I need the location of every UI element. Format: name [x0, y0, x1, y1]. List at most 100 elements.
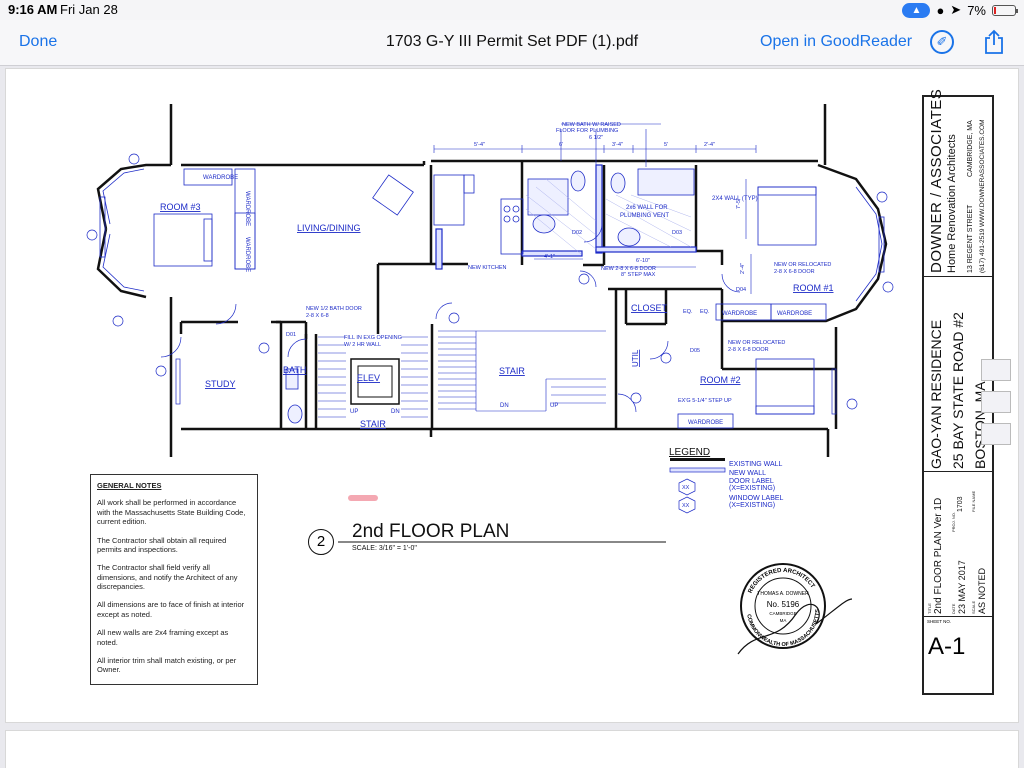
- stamp-state: MA: [780, 618, 787, 623]
- floor-plan-scale: SCALE: 3/16" = 1'-0": [352, 545, 417, 552]
- navigation-bar: Done 1703 G-Y III Permit Set PDF (1).pdf…: [0, 20, 1024, 66]
- note-2x6-wall: PLUMBING VENT: [620, 213, 669, 219]
- general-note: The Contractor shall obtain all required…: [97, 535, 227, 554]
- room-label-bath: BATH: [283, 365, 306, 375]
- door-tag: D04: [736, 287, 746, 293]
- room-label-stair: STAIR: [499, 366, 525, 376]
- stairs: [318, 330, 606, 418]
- legend-item: NEW WALL: [729, 470, 767, 477]
- firm-name: DOWNER / ASSOCIATES: [928, 88, 945, 273]
- share-icon[interactable]: [983, 29, 1005, 55]
- sheet-no-label: SHEET NO.: [927, 619, 952, 624]
- bay-window-left: [99, 168, 145, 292]
- sheet-scale: AS NOTED: [977, 567, 987, 614]
- bath-fixtures: [285, 168, 695, 424]
- wardrobe-outlines: [183, 168, 827, 429]
- note-relocated-door: NEW OR RELOCATED: [774, 262, 831, 268]
- note-new-door: NEW 2-8 X 6-8 DOOR: [601, 266, 656, 272]
- title-block-sheet-info: TITLE 2nd FLOOR PLAN Ver 1D DATE 23 MAY …: [924, 472, 994, 617]
- new-walls: [435, 164, 697, 270]
- room-label-room3: ROOM #3: [160, 202, 201, 212]
- note-new-kitchen: NEW KITCHEN: [468, 265, 507, 271]
- note-new-bath: FLOOR FOR PLUMBING: [556, 128, 618, 134]
- file-name-label: FILE NAME: [971, 490, 976, 512]
- title-label: TITLE: [927, 603, 932, 614]
- page-thumbnail[interactable]: [981, 359, 1011, 381]
- wardrobe-label: WARDROBE: [244, 191, 250, 226]
- dimension: 6': [559, 142, 563, 148]
- room-label-util: UTIL: [631, 349, 640, 367]
- project-name: GAO-YAN RESIDENCE: [928, 319, 944, 469]
- battery-percent: 7%: [967, 2, 986, 18]
- location-icon: ▲: [902, 2, 931, 18]
- dimension: 2'-4": [704, 142, 715, 148]
- general-note: All new walls are 2x4 framing except as …: [97, 628, 229, 647]
- dimension: 7'-5": [736, 198, 742, 209]
- open-in-goodreader-button[interactable]: Open in GoodReader: [760, 33, 913, 50]
- dimension: 2'-4": [740, 263, 746, 274]
- dimension: 6'-10": [636, 258, 650, 264]
- architect-stamp: REGISTERED ARCHITECT COMMONWEALTH OF MAS…: [737, 563, 853, 655]
- date-label: DATE: [951, 603, 956, 614]
- note-step-up: EX'G 5-1/4" STEP UP: [678, 398, 732, 404]
- note-relocated-door: 2-8 X 6-8 DOOR: [774, 269, 815, 275]
- dimension: 6 1/2": [589, 135, 603, 141]
- note-2x6-wall: 2x6 WALL FOR: [626, 205, 668, 211]
- note-fill-opening: FILL IN EXG OPENING: [344, 335, 402, 341]
- dimension: 3'-4": [612, 142, 623, 148]
- dimension: 5'-4": [474, 142, 485, 148]
- legend-symbols: XX XX: [669, 458, 726, 514]
- general-note: All dimensions are to face of finish at …: [97, 600, 245, 619]
- legend-item: EXISTING WALL: [729, 461, 783, 468]
- wardrobe-label: WARDROBE: [688, 420, 723, 426]
- window-tags: [86, 153, 894, 410]
- bath-tile: [525, 178, 692, 255]
- room-label-living: LIVING/DINING: [297, 223, 361, 233]
- proj-no-label: PROJ. NO.: [951, 511, 956, 532]
- status-date: Fri Jan 28: [60, 2, 118, 17]
- done-button[interactable]: Done: [19, 33, 58, 50]
- battery-icon: [992, 4, 1018, 16]
- beds: [153, 186, 817, 415]
- drawing-number: 2: [308, 529, 334, 555]
- title-block-sheet-no: SHEET NO. A-1: [924, 617, 994, 693]
- legend-item: DOOR LABEL (X=EXISTING): [729, 478, 776, 492]
- door-tag: D02: [572, 230, 582, 236]
- dimension: 5': [664, 142, 668, 148]
- status-bar: 9:16 AM Fri Jan 28 ▲ ● ➤ 7%: [0, 0, 1024, 20]
- project-address: 25 BAY STATE ROAD #2: [950, 312, 966, 469]
- proj-no: 1703: [957, 496, 964, 512]
- room-label-stair: STAIR: [360, 419, 386, 429]
- door-tag: D03: [672, 230, 682, 236]
- scale-label: SCALE: [971, 600, 976, 614]
- page-thumbnails: [981, 359, 1015, 455]
- eq-label: EQ.: [700, 309, 710, 315]
- stair-dn: DN: [500, 403, 509, 409]
- firm-address: 13 REGENT STREET: [967, 204, 974, 273]
- stair-up: UP: [550, 403, 558, 409]
- wardrobe-label: WARDROBE: [244, 237, 250, 272]
- sheet-title: 2nd FLOOR PLAN Ver 1D: [933, 497, 944, 614]
- wifi-icon: ●: [936, 2, 945, 18]
- floor-plan-drawing: WARDROBE WARDROBE WARDROBE WARDROBE WARD…: [86, 104, 894, 655]
- sheet-number: A-1: [928, 633, 966, 660]
- pdf-page: WARDROBE WARDROBE WARDROBE WARDROBE WARD…: [5, 68, 1019, 723]
- note-2x4-wall: 2X4 WALL (TYP): [712, 196, 758, 202]
- stamp-city: CAMBRIDGE: [769, 611, 796, 616]
- next-pdf-page: [5, 730, 1019, 768]
- dimension: 4'-1": [544, 254, 555, 260]
- highlight-mark: [348, 495, 378, 501]
- room-label-room2: ROOM #2: [700, 375, 741, 385]
- note-fill-opening: W/ 2 HR WALL: [344, 342, 381, 348]
- page-thumbnail[interactable]: [981, 391, 1011, 413]
- note-half-bath: 2-8 X 6-8: [306, 313, 329, 319]
- title-block-project: GAO-YAN RESIDENCE 25 BAY STATE ROAD #2 B…: [924, 277, 994, 472]
- signature: [737, 598, 853, 655]
- page-thumbnail[interactable]: [981, 423, 1011, 445]
- floor-plan-title: 2nd FLOOR PLAN: [352, 521, 510, 542]
- door-swings: [160, 223, 837, 415]
- location-arrow-icon: ➤: [950, 2, 962, 17]
- eq-label: EQ.: [683, 309, 693, 315]
- markup-pen-icon[interactable]: ✐: [930, 30, 954, 54]
- wardrobe-label: WARDROBE: [203, 175, 238, 181]
